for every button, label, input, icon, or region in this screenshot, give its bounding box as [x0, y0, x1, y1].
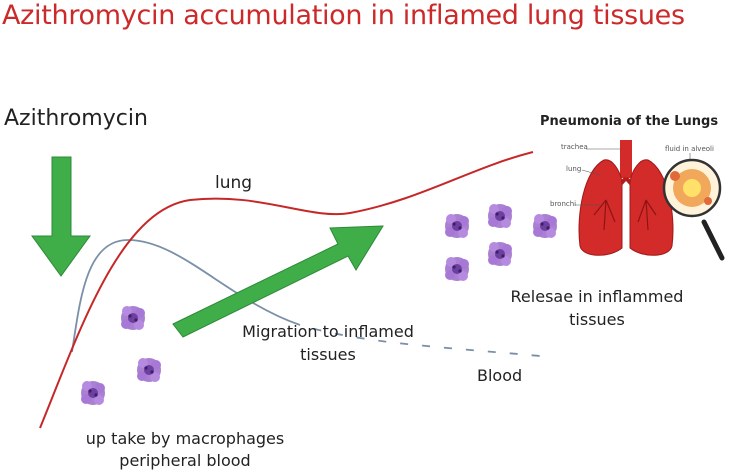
blood-curve-label: Blood: [477, 366, 523, 385]
uptake-label: up take by macrophages peripheral blood: [85, 429, 285, 470]
macrophage-icon: [445, 257, 469, 281]
fluid-label: fluid in alveoli: [665, 145, 714, 153]
page-title: Azithromycin accumulation in inflamed lu…: [2, 0, 685, 31]
macrophage-icon: [81, 381, 105, 405]
macrophage-icon: [137, 358, 161, 382]
inset-lung-label: lung: [566, 165, 582, 173]
release-label: Relesae in inflammed tissues: [510, 287, 684, 329]
azithromycin-down-arrow: [31, 156, 91, 277]
macrophage-icon: [445, 214, 469, 238]
macrophage-icon: [488, 204, 512, 228]
lung-curve: [39, 151, 534, 429]
lungs-illustration: [575, 140, 691, 256]
magnifier-icon: [662, 158, 725, 261]
trachea-label: trachea: [561, 143, 588, 151]
azithromycin-label: Azithromycin: [4, 106, 148, 131]
lung-curve-label: lung: [215, 173, 253, 193]
inset-title: Pneumonia of the Lungs: [540, 114, 719, 129]
macrophage-icon: [533, 214, 557, 238]
migration-label: Migration to inflamed tissues: [242, 322, 414, 364]
bronchi-label: bronchi: [550, 200, 577, 208]
macrophage-icon: [488, 242, 512, 266]
blood-curve-dashed: [299, 323, 541, 358]
macrophage-icon: [121, 306, 145, 330]
migration-arrow: [172, 225, 384, 338]
